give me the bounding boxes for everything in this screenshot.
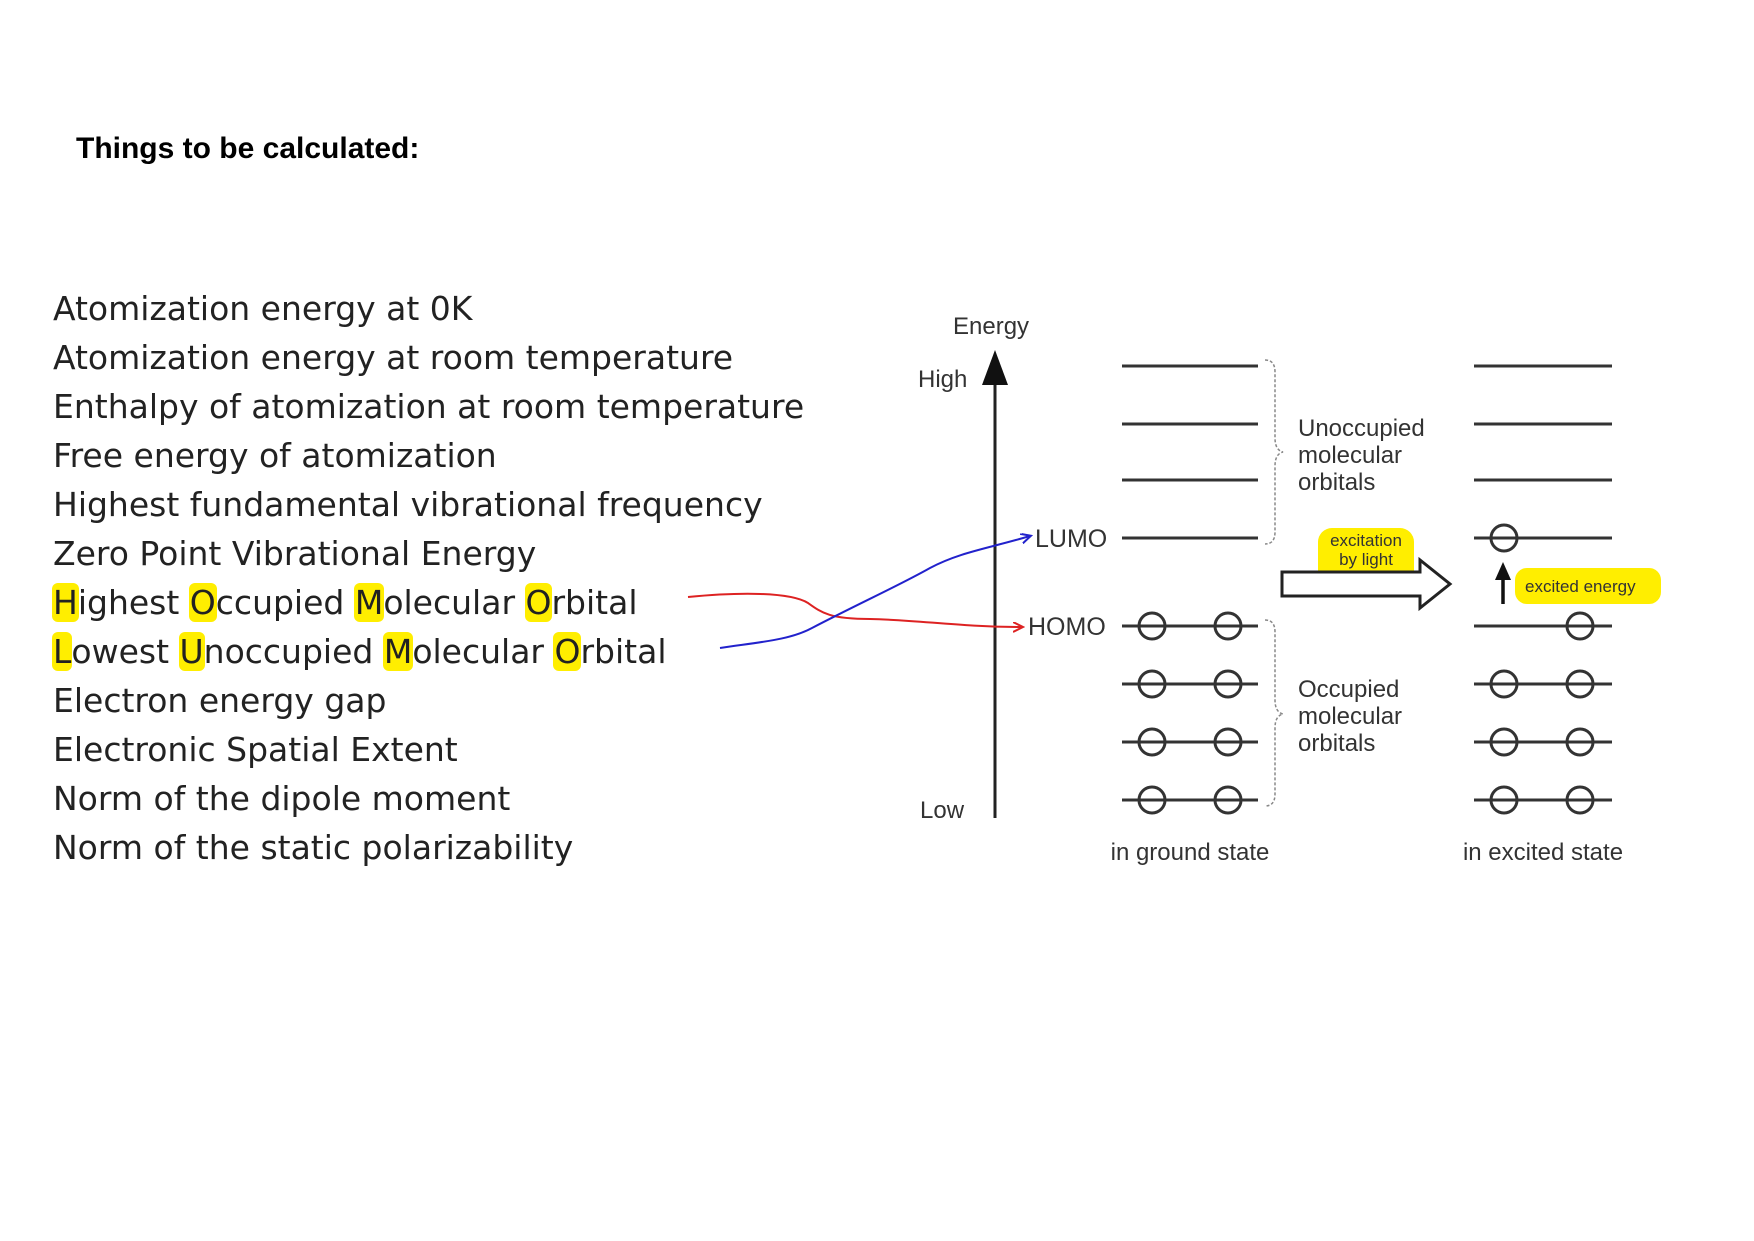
lumo-label: LUMO: [1035, 525, 1107, 553]
unoccupied-brace: [1264, 359, 1284, 545]
quantity-item: Lowest Unoccupied Molecular Orbital: [52, 632, 667, 671]
electron-icon: [1565, 669, 1595, 699]
electron-icon: [1213, 611, 1243, 641]
occupied-group-label: Occupied molecular orbitals: [1298, 676, 1402, 757]
axis-label: Energy: [953, 313, 1029, 340]
excited-energy-label: excited energy: [1525, 577, 1636, 596]
electron-icon: [1489, 785, 1519, 815]
occupied-brace: [1264, 619, 1284, 807]
energy-axis: Energy High Low: [918, 313, 1029, 824]
svg-text:orbitals: orbitals: [1298, 469, 1375, 496]
electron-icon: [1565, 785, 1595, 815]
highlighted-initial: L: [52, 632, 73, 671]
quantity-item: Norm of the dipole moment: [53, 779, 511, 818]
ground-occupied-levels: [1122, 611, 1258, 815]
electron-icon: [1565, 727, 1595, 757]
svg-text:excitation: excitation: [1330, 531, 1402, 550]
excited-state-label: in excited state: [1463, 839, 1623, 866]
electron-icon: [1489, 669, 1519, 699]
ground-unoccupied-levels: [1122, 364, 1258, 540]
axis-arrow-icon: [982, 350, 1008, 385]
excited-energy-highlight: [1515, 568, 1661, 604]
quantity-item: Norm of the static polarizability: [53, 828, 574, 867]
quantity-item: Free energy of atomization: [53, 436, 497, 475]
quantity-item: Enthalpy of atomization at room temperat…: [53, 387, 805, 426]
quantity-item: Highest fundamental vibrational frequenc…: [53, 485, 763, 524]
up-arrow-icon: [1495, 562, 1511, 580]
highlighted-initial: M: [382, 632, 414, 671]
electron-icon: [1213, 785, 1243, 815]
homo-label: HOMO: [1028, 613, 1106, 641]
unoccupied-group-label: Unoccupied molecular orbitals: [1298, 415, 1425, 496]
electron-icon: [1489, 523, 1519, 553]
electron-icon: [1137, 611, 1167, 641]
highlighted-initial: M: [353, 583, 385, 622]
highlighted-initial: O: [553, 632, 582, 671]
svg-text:molecular: molecular: [1298, 703, 1402, 730]
excitation-label: excitation by light: [1330, 531, 1402, 569]
electron-icon: [1137, 669, 1167, 699]
svg-text:Unoccupied: Unoccupied: [1298, 415, 1425, 442]
highlighted-initial: O: [524, 583, 553, 622]
quantity-item: Atomization energy at 0K: [53, 289, 473, 328]
excited-occupied-levels: [1474, 611, 1612, 815]
lumo-connector: [719, 536, 1030, 649]
axis-high-label: High: [918, 366, 967, 393]
electron-icon: [1489, 727, 1519, 757]
highlighted-initial: U: [178, 632, 205, 671]
svg-text:by light: by light: [1339, 550, 1393, 569]
electron-icon: [1137, 785, 1167, 815]
axis-low-label: Low: [920, 797, 965, 824]
svg-text:Occupied: Occupied: [1298, 676, 1399, 703]
ground-state-label: in ground state: [1111, 839, 1270, 866]
excited-unoccupied-levels: [1474, 364, 1612, 553]
quantity-item: Highest Occupied Molecular Orbital: [52, 583, 638, 622]
electron-icon: [1137, 727, 1167, 757]
page-title: Things to be calculated:: [76, 132, 420, 165]
quantity-item: Electron energy gap: [53, 681, 387, 720]
highlighted-initial: H: [52, 583, 79, 622]
svg-text:molecular: molecular: [1298, 442, 1402, 469]
electron-icon: [1213, 669, 1243, 699]
quantity-item: Atomization energy at room temperature: [53, 338, 734, 377]
electron-icon: [1213, 727, 1243, 757]
electron-icon: [1565, 611, 1595, 641]
excitation-arrow-icon: [1280, 556, 1453, 612]
quantity-list: Atomization energy at 0K Atomization ener…: [52, 284, 805, 872]
quantity-item: Zero Point Vibrational Energy: [53, 534, 537, 573]
highlighted-initial: O: [188, 583, 217, 622]
quantity-item: Electronic Spatial Extent: [53, 730, 458, 769]
homo-connector: [687, 592, 1022, 627]
svg-text:orbitals: orbitals: [1298, 730, 1375, 757]
